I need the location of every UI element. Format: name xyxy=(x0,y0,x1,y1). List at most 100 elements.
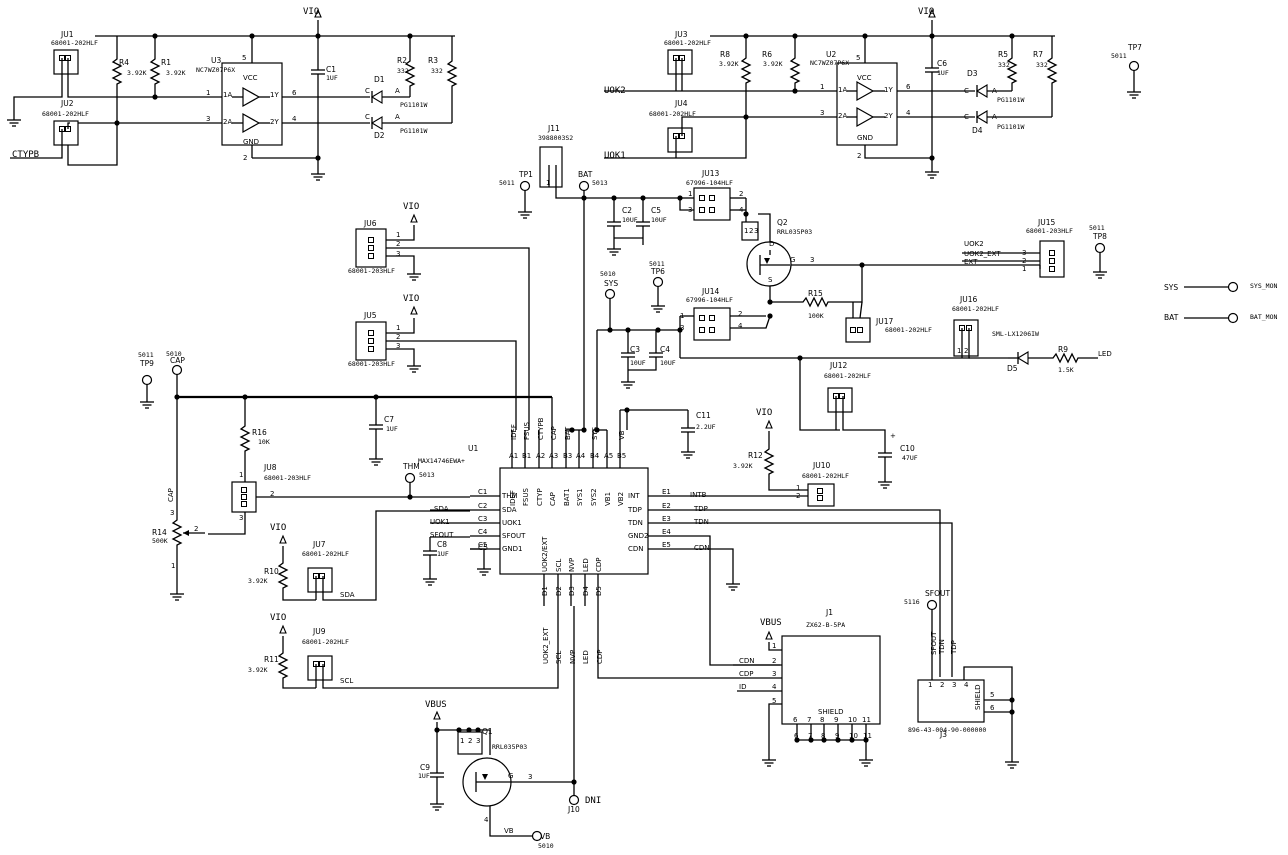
label: 6 xyxy=(990,704,995,712)
label: R10 xyxy=(264,567,279,576)
u1-pin-number: A1 xyxy=(509,452,518,460)
fet-arrow xyxy=(764,258,770,264)
label: 2 xyxy=(940,681,944,689)
label: 3.92K xyxy=(733,462,753,470)
power-arrow xyxy=(410,214,418,223)
header-pin xyxy=(368,253,374,259)
label: 1UF xyxy=(437,550,449,558)
label: 2A xyxy=(223,118,232,126)
label: R7 xyxy=(1033,50,1043,59)
junction-dot xyxy=(655,327,661,333)
u1-pin-name: INT xyxy=(628,492,640,500)
label: JU12 xyxy=(829,361,847,370)
vio-label-top: VIO xyxy=(303,7,319,17)
u1-pin-number: E1 xyxy=(662,488,671,496)
label: 68001-203HLF xyxy=(1026,227,1073,235)
label: JU3 xyxy=(674,30,688,39)
label: 68001-203HLF xyxy=(348,267,395,275)
label: D3 xyxy=(967,69,978,78)
u1-pin-name: TDN xyxy=(627,519,643,527)
label: 6 xyxy=(906,83,911,91)
test-point xyxy=(1227,281,1239,293)
label: 10UF xyxy=(630,359,646,367)
label: 3988003S2 xyxy=(538,134,573,142)
header-pin xyxy=(850,327,856,333)
junction-dot xyxy=(767,299,773,305)
label: C11 xyxy=(696,411,711,420)
wire xyxy=(768,703,782,756)
header-pin xyxy=(1049,258,1055,264)
label: JU16 xyxy=(959,295,977,304)
wire xyxy=(842,396,886,445)
label: CAP xyxy=(550,426,558,440)
ctypb-net: CTYPB xyxy=(12,150,39,160)
wire xyxy=(555,187,584,199)
label: 3.92K xyxy=(763,60,783,68)
label: ZX62-B-5PA xyxy=(806,621,845,629)
ground-symbol xyxy=(725,579,741,591)
label: 68001-202HLF xyxy=(302,638,349,646)
label: 332 xyxy=(1036,61,1048,69)
label: 2 xyxy=(857,152,861,160)
label: 5116 xyxy=(904,598,920,606)
ju2-header xyxy=(53,120,79,146)
label: R11 xyxy=(264,655,279,664)
u1-pin-number: A4 xyxy=(576,452,586,460)
test-point xyxy=(171,364,183,376)
label: 1.5K xyxy=(1058,366,1074,374)
wire xyxy=(489,806,540,837)
legend-sys: SYS xyxy=(1164,283,1178,292)
resistor xyxy=(150,55,160,87)
label: SCL xyxy=(340,677,353,685)
ju4-header xyxy=(667,127,693,153)
label: 7 xyxy=(808,732,812,740)
label: 1UF xyxy=(326,74,338,82)
u1-pin-name: SCL xyxy=(555,559,563,572)
label: G xyxy=(790,256,795,264)
u1-pin-name: SYS2 xyxy=(590,488,598,506)
label: 1 xyxy=(688,190,692,198)
label: UOK2 xyxy=(964,240,984,248)
resistor xyxy=(1047,54,1057,86)
header-pin xyxy=(241,487,247,493)
capacitor xyxy=(368,416,384,438)
label: A xyxy=(992,87,997,95)
label: 3 xyxy=(528,773,532,781)
label: C3 xyxy=(630,345,640,354)
label: 5 xyxy=(772,697,776,705)
u1-pin-name: TDP xyxy=(627,506,642,514)
label: 3.92K xyxy=(248,577,268,585)
label: 896-43-004-90-000000 xyxy=(908,726,986,734)
label: 1 xyxy=(546,179,550,187)
test-point xyxy=(568,794,580,806)
capacitor xyxy=(877,444,893,466)
label: JU10 xyxy=(812,461,830,470)
u1-pin-name: SYS1 xyxy=(576,488,584,506)
led-d1 xyxy=(370,90,383,104)
uok2-net: UOK2 xyxy=(604,86,626,96)
u3-gnd-label: GND xyxy=(243,138,259,146)
header-pin xyxy=(839,393,845,399)
junction-dot xyxy=(792,88,798,94)
label: JU17 xyxy=(875,317,893,326)
label: 5011 xyxy=(1111,52,1127,60)
u1-pin-name: BAT1 xyxy=(563,488,571,506)
wire xyxy=(864,145,932,159)
label: CDN xyxy=(739,657,755,665)
u1-body xyxy=(499,467,649,575)
u1-pin-name: VB2 xyxy=(617,492,625,506)
led-d4 xyxy=(975,110,988,124)
header-pin xyxy=(817,495,823,501)
led-d2 xyxy=(370,116,383,130)
label: SFOUT xyxy=(430,531,454,539)
label: CAP xyxy=(167,488,175,502)
label: 1Y xyxy=(884,86,893,94)
ground-symbol xyxy=(606,244,622,256)
label: GND xyxy=(857,134,873,142)
wire xyxy=(968,328,1008,359)
ground-symbol xyxy=(6,115,22,127)
label: 68001-202HLF xyxy=(51,39,98,47)
label: TP1 xyxy=(518,170,533,179)
label: R3 xyxy=(428,56,438,65)
label: 10UF xyxy=(622,216,638,224)
